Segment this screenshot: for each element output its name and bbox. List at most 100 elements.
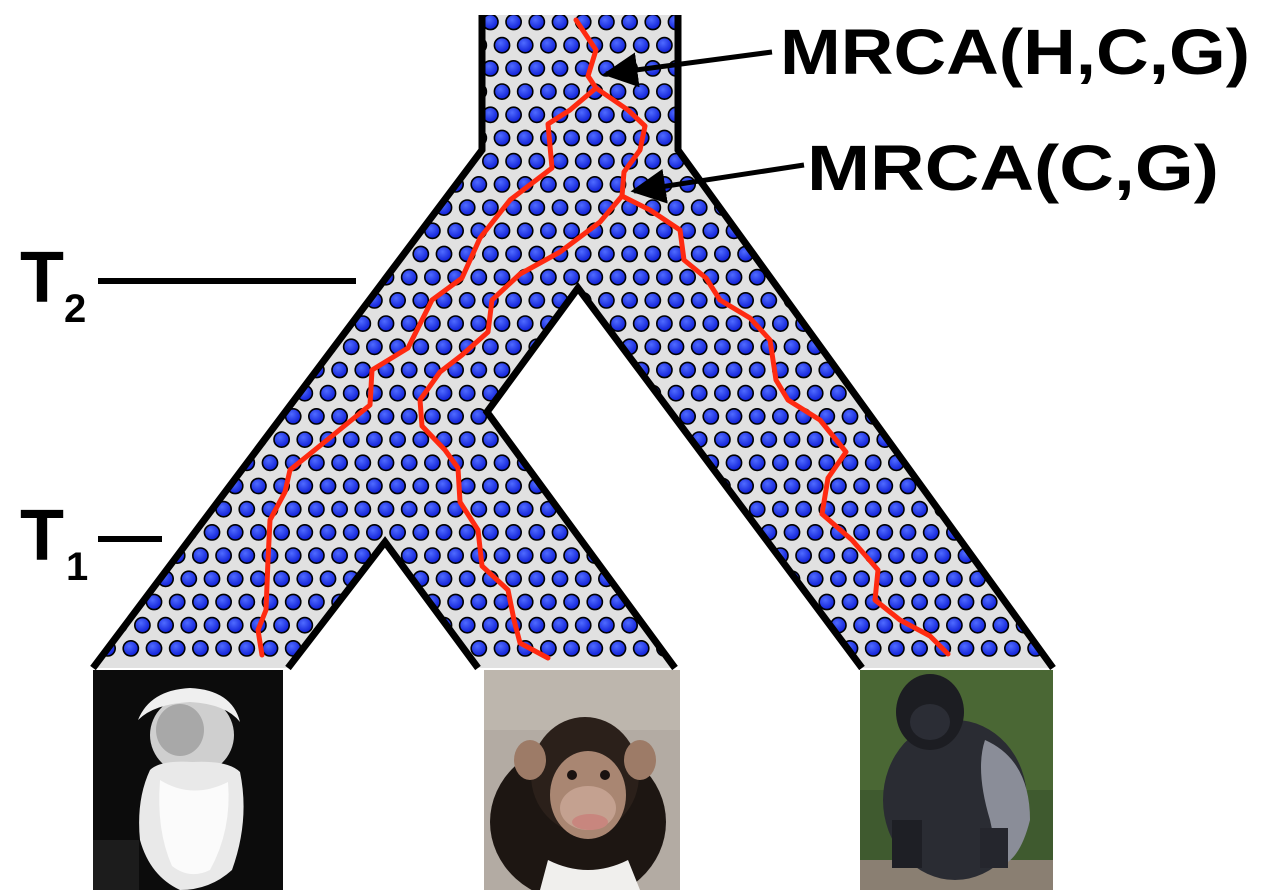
- time-marker-t2: T 2: [20, 238, 356, 331]
- individual-dot: [274, 386, 289, 401]
- individual-dot: [158, 478, 173, 493]
- individual-dot: [854, 293, 869, 308]
- individual-dot: [297, 478, 312, 493]
- individual-dot: [750, 409, 765, 424]
- individual-dot: [900, 246, 915, 261]
- individual-dot: [378, 316, 393, 331]
- individual-dot: [262, 316, 277, 331]
- individual-dot: [494, 316, 509, 331]
- individual-dot: [854, 246, 869, 261]
- individual-dot: [460, 525, 475, 540]
- individual-dot: [773, 409, 788, 424]
- individual-dot: [100, 362, 115, 377]
- individual-dot: [123, 130, 138, 145]
- individual-dot: [1040, 246, 1055, 261]
- individual-dot: [634, 641, 649, 656]
- individual-dot: [634, 409, 649, 424]
- individual-dot: [819, 223, 834, 238]
- individual-dot: [436, 107, 451, 122]
- individual-dot: [692, 478, 707, 493]
- individual-dot: [680, 84, 695, 99]
- individual-dot: [355, 641, 370, 656]
- individual-dot: [402, 502, 417, 517]
- individual-dot: [135, 339, 150, 354]
- individual-dot: [483, 478, 498, 493]
- individual-dot: [761, 200, 776, 215]
- individual-dot: [274, 107, 289, 122]
- individual-dot: [193, 362, 208, 377]
- individual-dot: [1005, 270, 1020, 285]
- individual-dot: [402, 548, 417, 563]
- individual-dot: [773, 177, 788, 192]
- individual-dot: [309, 177, 324, 192]
- individual-dot: [622, 293, 637, 308]
- individual-dot: [367, 107, 382, 122]
- individual-dot: [471, 641, 486, 656]
- individual-dot: [378, 641, 393, 656]
- individual-dot: [703, 84, 718, 99]
- individual-dot: [170, 177, 185, 192]
- individual-dot: [123, 316, 138, 331]
- individual-dot: [390, 386, 405, 401]
- individual-dot: [181, 246, 196, 261]
- individual-dot: [228, 200, 243, 215]
- individual-dot: [518, 594, 533, 609]
- individual-dot: [112, 61, 127, 76]
- individual-dot: [784, 525, 799, 540]
- individual-dot: [889, 409, 904, 424]
- individual-dot: [750, 362, 765, 377]
- individual-dot: [344, 246, 359, 261]
- individual-dot: [402, 362, 417, 377]
- individual-dot: [715, 107, 730, 122]
- individual-dot: [634, 270, 649, 285]
- individual-dot: [564, 130, 579, 145]
- individual-dot: [750, 502, 765, 517]
- individual-dot: [425, 455, 440, 470]
- individual-dot: [680, 130, 695, 145]
- individual-dot: [378, 455, 393, 470]
- individual-dot: [297, 246, 312, 261]
- individual-dot: [831, 246, 846, 261]
- individual-dot: [750, 455, 765, 470]
- individual-dot: [123, 177, 138, 192]
- individual-dot: [645, 154, 660, 169]
- individual-dot: [216, 316, 231, 331]
- individual-dot: [1040, 478, 1055, 493]
- individual-dot: [866, 223, 881, 238]
- individual-dot: [100, 223, 115, 238]
- individual-dot: [715, 571, 730, 586]
- individual-dot: [518, 548, 533, 563]
- individual-dot: [657, 270, 672, 285]
- individual-dot: [297, 571, 312, 586]
- individual-dot: [622, 618, 637, 633]
- individual-dot: [100, 594, 115, 609]
- individual-dot: [251, 200, 266, 215]
- individual-dot: [112, 571, 127, 586]
- individual-dot: [1005, 502, 1020, 517]
- individual-dot: [970, 478, 985, 493]
- individual-dot: [123, 362, 138, 377]
- individual-dot: [877, 246, 892, 261]
- individual-dot: [668, 386, 683, 401]
- individual-dot: [378, 409, 393, 424]
- individual-dot: [912, 223, 927, 238]
- time-marker-t1: T 1: [20, 496, 162, 589]
- individual-dot: [216, 641, 231, 656]
- individual-dot: [146, 38, 161, 53]
- individual-dot: [425, 409, 440, 424]
- individual-dot: [900, 571, 915, 586]
- individual-dot: [831, 571, 846, 586]
- individual-dot: [564, 455, 579, 470]
- individual-dot: [320, 525, 335, 540]
- individual-dot: [610, 502, 625, 517]
- individual-dot: [599, 154, 614, 169]
- individual-dot: [552, 618, 567, 633]
- individual-dot: [228, 618, 243, 633]
- individual-dot: [344, 200, 359, 215]
- individual-dot: [286, 548, 301, 563]
- individual-dot: [738, 293, 753, 308]
- individual-dot: [692, 14, 707, 29]
- individual-dot: [344, 14, 359, 29]
- individual-dot: [692, 107, 707, 122]
- individual-dot: [784, 618, 799, 633]
